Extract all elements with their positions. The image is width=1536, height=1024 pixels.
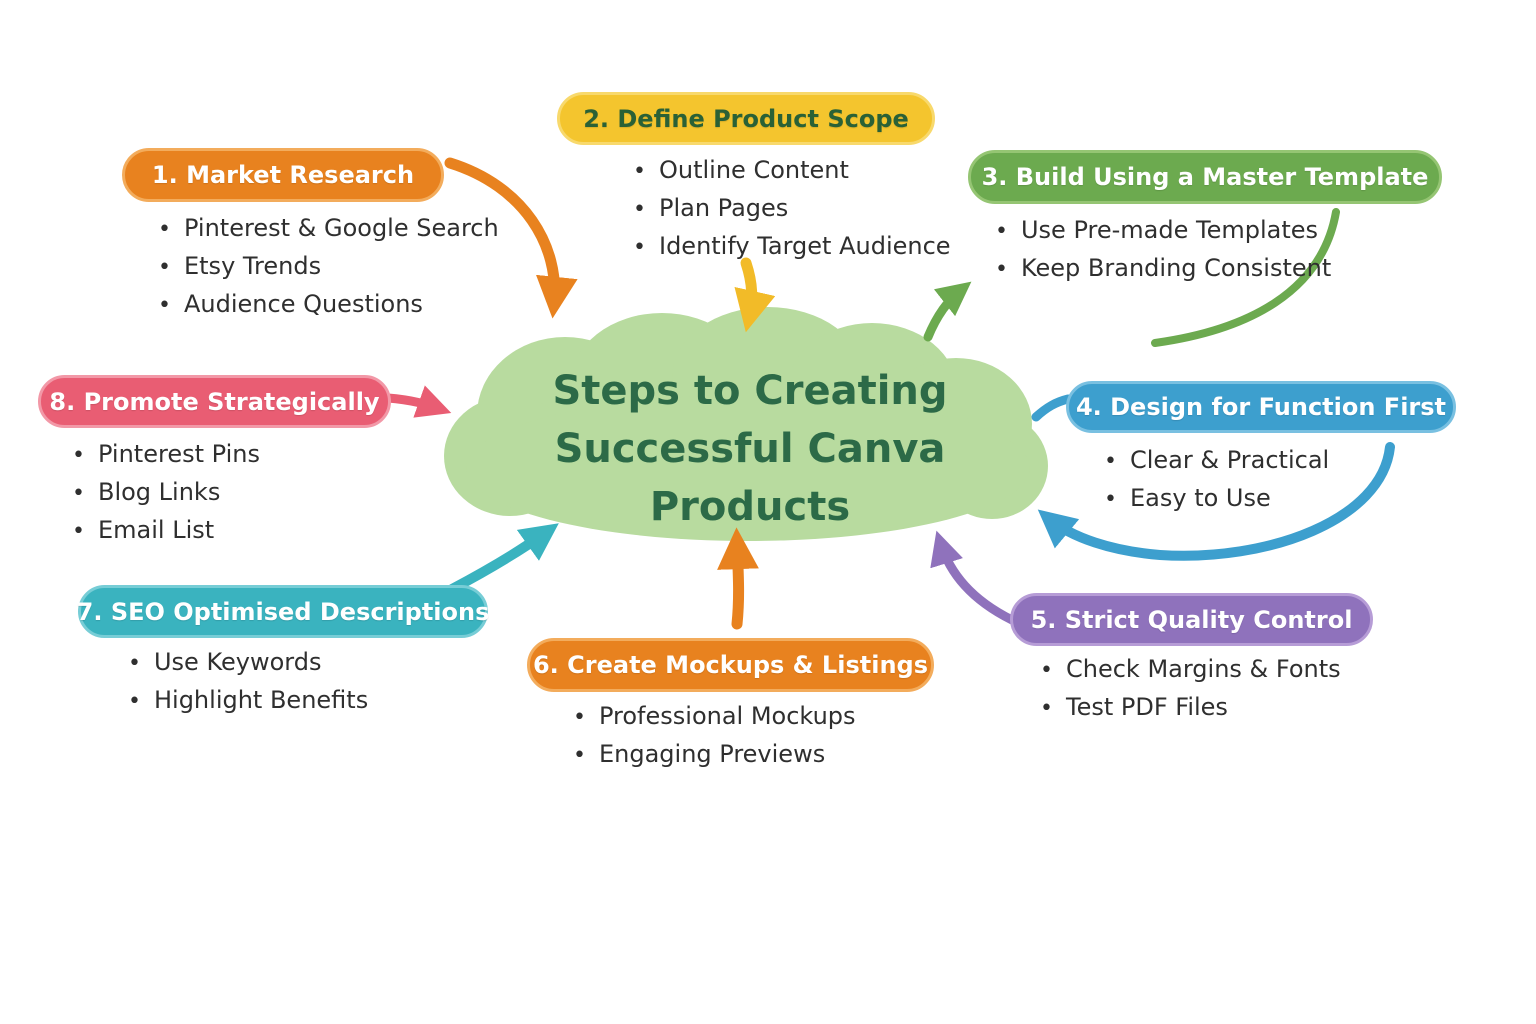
bullet-item: Professional Mockups [573, 698, 856, 736]
step-3-pill: 3. Build Using a Master Template [968, 150, 1442, 204]
arrow-step7-to-center [447, 523, 559, 594]
bullet-item: Easy to Use [1104, 480, 1329, 518]
step-2-bullets: Outline Content Plan Pages Identify Targ… [633, 152, 951, 266]
step-8-pill: 8. Promote Strategically [38, 375, 391, 428]
bullet-item: Keep Branding Consistent [995, 250, 1331, 288]
step-2-pill: 2. Define Product Scope [557, 92, 935, 145]
central-topic: Steps to Creating Successful Canva Produ… [455, 362, 1045, 536]
step-1-pill: 1. Market Research [122, 148, 444, 202]
step-6-bullets: Professional Mockups Engaging Previews [573, 698, 856, 774]
step-5-bullets: Check Margins & Fonts Test PDF Files [1040, 651, 1341, 727]
central-topic-line2: Successful Canva Products [554, 426, 946, 530]
arrow-step4-to-center [1037, 442, 1395, 561]
arrow-step8-to-center [383, 385, 452, 418]
bullet-item: Check Margins & Fonts [1040, 651, 1341, 689]
bullet-item: Identify Target Audience [633, 228, 951, 266]
connector-step4-stub [1031, 394, 1073, 422]
step-1-bullets: Pinterest & Google Search Etsy Trends Au… [158, 210, 499, 324]
arrow-center-to-step3 [923, 281, 972, 342]
bullet-item: Pinterest Pins [72, 436, 260, 474]
step-7-bullets: Use Keywords Highlight Benefits [128, 644, 368, 720]
arrow-step2-to-center [734, 257, 776, 333]
bullet-item: Blog Links [72, 474, 260, 512]
step-4-bullets: Clear & Practical Easy to Use [1104, 442, 1329, 518]
bullet-item: Engaging Previews [573, 736, 856, 774]
bullet-item: Use Keywords [128, 644, 368, 682]
step-6-pill: 6. Create Mockups & Listings [527, 638, 934, 692]
arrow-step6-to-center [717, 527, 759, 630]
bullet-item: Pinterest & Google Search [158, 210, 499, 248]
arrow-step1-to-center [444, 157, 578, 319]
bullet-item: Use Pre-made Templates [995, 212, 1331, 250]
step-7-pill: 7. SEO Optimised Descriptions [77, 585, 489, 638]
bullet-item: Highlight Benefits [128, 682, 368, 720]
bullet-item: Test PDF Files [1040, 689, 1341, 727]
bullet-item: Plan Pages [633, 190, 951, 228]
bullet-item: Etsy Trends [158, 248, 499, 286]
step-8-bullets: Pinterest Pins Blog Links Email List [72, 436, 260, 550]
bullet-item: Audience Questions [158, 286, 499, 324]
step-4-pill: 4. Design for Function First [1066, 381, 1456, 433]
step-5-pill: 5. Strict Quality Control [1010, 593, 1373, 646]
bullet-item: Clear & Practical [1104, 442, 1329, 480]
bullet-item: Email List [72, 512, 260, 550]
central-topic-line1: Steps to Creating [552, 368, 948, 414]
bullet-item: Outline Content [633, 152, 951, 190]
step-3-bullets: Use Pre-made Templates Keep Branding Con… [995, 212, 1331, 288]
central-cloud-shape [444, 307, 1048, 541]
arrow-step5-to-center [930, 530, 1017, 625]
